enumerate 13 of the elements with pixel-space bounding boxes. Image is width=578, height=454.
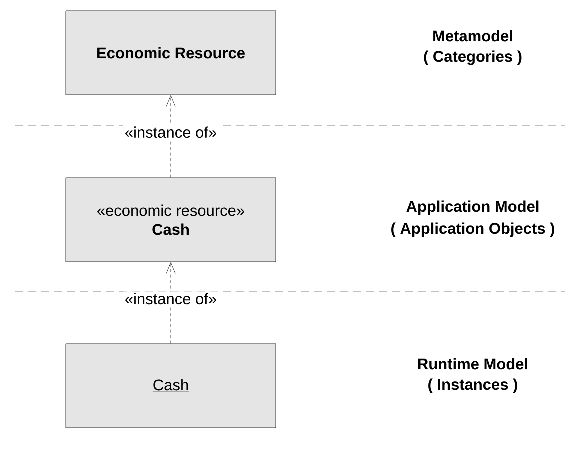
edge-label: «instance of» bbox=[123, 292, 219, 306]
edge-label: «instance of» bbox=[123, 125, 219, 140]
level-label: Runtime Model bbox=[418, 358, 528, 370]
level-label: Metamodel bbox=[434, 30, 512, 42]
level-label: Application Model bbox=[406, 200, 539, 216]
level-label: ( Categories ) bbox=[424, 50, 522, 66]
dependency-arrow bbox=[166, 262, 176, 344]
level-label: ( Instances ) bbox=[428, 378, 518, 394]
class-box: «economic resource» Cash bbox=[66, 178, 276, 262]
dependency-arrow bbox=[166, 96, 176, 178]
class-box: Economic Resource bbox=[66, 10, 276, 96]
class-box: Cash bbox=[66, 344, 276, 428]
level-label: ( Application Objects ) bbox=[392, 222, 554, 238]
